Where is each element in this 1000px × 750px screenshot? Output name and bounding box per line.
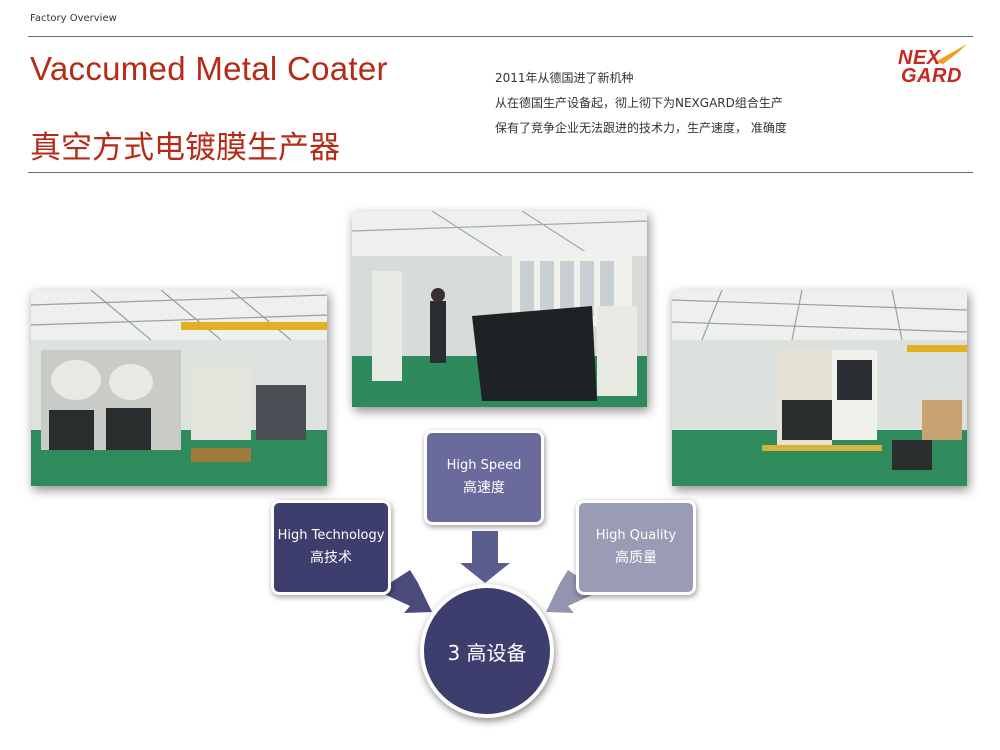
factory-photo-right	[672, 290, 967, 486]
page-title-chinese: 真空方式电镀膜生产器	[30, 130, 340, 166]
factory-photo-left	[31, 290, 327, 486]
factory-photo-middle	[352, 211, 647, 407]
logo-swoosh-icon	[935, 44, 967, 64]
feature-box-technology: High Technology 高技术	[271, 500, 391, 595]
feature-box-speed: High Speed 高速度	[424, 430, 544, 525]
arrow-speed-down	[460, 531, 510, 583]
logo-word-nex: NEX	[898, 47, 941, 69]
page-title-english: Vaccumed Metal Coater	[30, 50, 388, 87]
feature-speed-cn: 高速度	[463, 479, 505, 496]
center-circle: 3 高设备	[420, 584, 554, 718]
description: 2011年从德国进了新机种 从在德国生产设备起，彻上彻下为NEXGARD组合生产…	[495, 66, 787, 141]
section-rule	[28, 172, 973, 173]
feature-technology-en: High Technology	[277, 527, 385, 543]
description-line-2: 从在德国生产设备起，彻上彻下为NEXGARD组合生产	[495, 96, 783, 110]
feature-quality-cn: 高质量	[615, 549, 657, 566]
top-rule	[28, 36, 973, 37]
feature-box-quality: High Quality 高质量	[576, 500, 696, 595]
arrow-technology-right	[384, 570, 432, 613]
nexgard-logo: NEX GARD	[895, 42, 970, 87]
description-line-1: 2011年从德国进了新机种	[495, 71, 634, 85]
feature-quality-en: High Quality	[595, 527, 677, 543]
description-line-3: 保有了竞争企业无法跟进的技术力，生产速度， 准确度	[495, 121, 787, 135]
logo-word-gard: GARD	[901, 65, 962, 87]
feature-speed-en: High Speed	[446, 457, 522, 473]
feature-technology-cn: 高技术	[310, 549, 352, 566]
header-label: Factory Overview	[30, 13, 117, 24]
